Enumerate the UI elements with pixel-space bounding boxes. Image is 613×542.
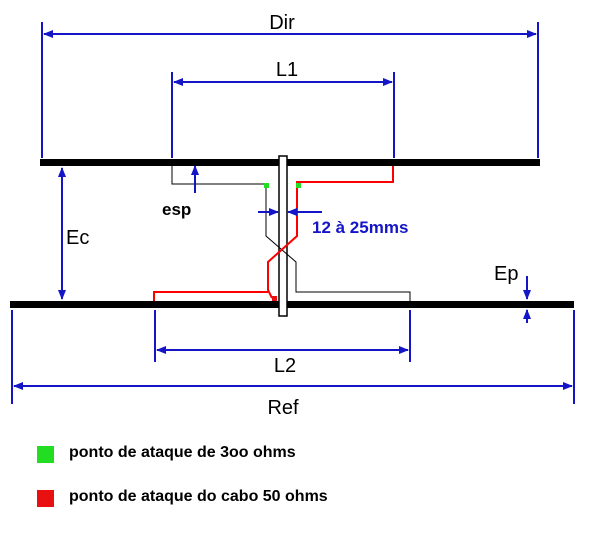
legend-label-50: ponto de ataque do cabo 50 ohms	[69, 488, 328, 505]
feed-point-300-right	[296, 183, 301, 188]
ec-dimension: Ec	[58, 167, 89, 300]
l1-dimension: L1	[171, 59, 395, 158]
ref-dimension: Ref	[11, 310, 575, 419]
l2-label: L2	[274, 355, 296, 377]
ep-label: Ep	[494, 263, 518, 285]
dir-dimension: Dir	[41, 12, 539, 158]
spacing-dimension: 12 à 25mms	[258, 208, 408, 237]
legend-item-300-ohms: ponto de ataque de 3oo ohms	[34, 443, 594, 467]
boom	[278, 155, 288, 317]
red-swatch	[37, 490, 54, 507]
green-swatch	[37, 446, 54, 463]
esp-label: esp	[162, 200, 191, 219]
dir-label: Dir	[269, 12, 295, 34]
l1-label: L1	[276, 59, 298, 81]
thin-feed-lines	[171, 166, 411, 301]
legend-label-300: ponto de ataque de 3oo ohms	[69, 444, 296, 461]
red-feed-lines	[153, 166, 394, 301]
legend-item-50-ohms: ponto de ataque do cabo 50 ohms	[34, 487, 594, 511]
director-element	[40, 159, 540, 166]
l2-dimension: L2	[154, 310, 411, 377]
feed-point-50	[272, 296, 277, 301]
feed-point-300-left	[264, 183, 269, 188]
reflector-element	[10, 301, 574, 308]
ep-dimension: Ep	[494, 263, 531, 323]
esp-dimension: esp	[162, 165, 199, 219]
ref-label: Ref	[267, 397, 299, 419]
ec-label: Ec	[66, 227, 89, 249]
spacing-label: 12 à 25mms	[312, 218, 408, 237]
